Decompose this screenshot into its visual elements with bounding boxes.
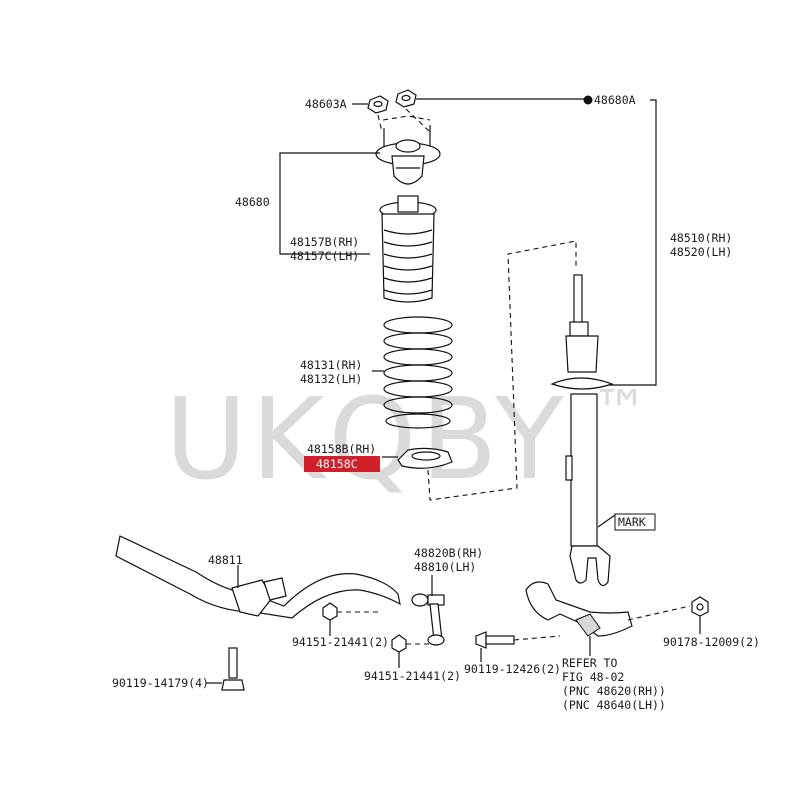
assembly-boundary-dash xyxy=(427,240,577,501)
nut-90178-part xyxy=(691,596,709,617)
label-refer-line3: (PNC 48620(RH)) xyxy=(562,684,666,698)
label-48603a: 48603A xyxy=(305,97,347,111)
stabilizer-link-part xyxy=(411,593,445,646)
label-refer-line2: FIG 48-02 xyxy=(562,670,624,684)
guide-dash-3 xyxy=(382,115,431,121)
leader-48680-bracket xyxy=(279,152,380,255)
watermark-tm: ™ xyxy=(592,379,648,444)
label-48680: 48680 xyxy=(235,195,270,209)
leader-mark xyxy=(597,514,616,528)
label-48157c: 48157C(LH) xyxy=(290,249,359,263)
label-48158c: 48158C xyxy=(316,457,358,471)
shock-absorber-part xyxy=(550,274,614,587)
label-mark: MARK xyxy=(618,515,646,529)
watermark: UKQBY ™ xyxy=(165,375,648,505)
nut-48603a-part xyxy=(367,95,389,114)
stabilizer-bar-part xyxy=(115,535,401,619)
label-48510: 48510(RH) xyxy=(670,231,732,245)
label-48158b: 48158B(RH) xyxy=(307,442,376,456)
label-refer-line1: REFER TO xyxy=(562,656,617,670)
bolt-90119-14179-part xyxy=(221,647,245,691)
mark-box xyxy=(614,513,656,531)
label-48520: 48520(LH) xyxy=(670,245,732,259)
upper-support-part xyxy=(375,125,441,185)
leader-48510-bracket xyxy=(605,99,657,386)
label-refer-line4: (PNC 48640(LH)) xyxy=(562,698,666,712)
coil-spring-part xyxy=(383,316,453,429)
label-90119-14179: 90119-14179(4) xyxy=(112,676,209,690)
watermark-text: UKQBY xyxy=(165,375,568,505)
reference-dot xyxy=(583,95,593,105)
nut-94151-lower-part xyxy=(391,634,407,653)
label-94151-upper: 94151-21441(2) xyxy=(292,635,389,649)
guide-dash-1 xyxy=(377,114,383,133)
label-48132: 48132(LH) xyxy=(300,372,362,386)
nut-48680a-part xyxy=(395,89,417,108)
label-90178: 90178-12009(2) xyxy=(663,635,760,649)
label-48810: 48810(LH) xyxy=(414,560,476,574)
label-48811: 48811 xyxy=(208,553,243,567)
label-48820b: 48820B(RH) xyxy=(414,546,483,560)
guide-dash-arm xyxy=(627,605,691,621)
highlight-48158c xyxy=(304,456,380,472)
bolt-90119-12426-part xyxy=(475,631,515,649)
label-48680a: 48680A xyxy=(594,93,636,107)
lower-arm-part xyxy=(525,581,633,637)
label-94151-lower: 94151-21441(2) xyxy=(364,669,461,683)
label-48157b: 48157B(RH) xyxy=(290,235,359,249)
guide-dash-2 xyxy=(405,108,431,133)
lower-insulator-part xyxy=(397,447,453,469)
guide-dash-bolt xyxy=(513,635,561,641)
bump-stop-boot-part xyxy=(379,195,437,303)
nut-94151-upper-part xyxy=(322,602,338,621)
label-90119-12426: 90119-12426(2) xyxy=(464,662,561,676)
label-48131: 48131(RH) xyxy=(300,358,362,372)
